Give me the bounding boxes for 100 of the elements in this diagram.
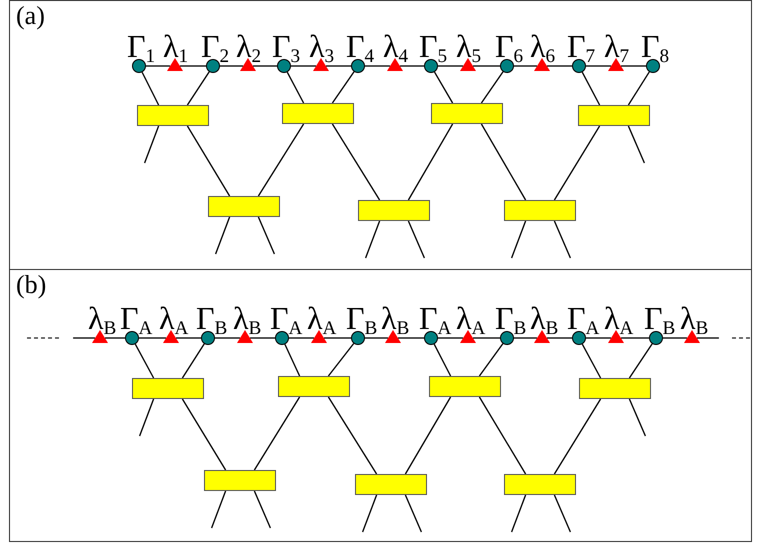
connector-line	[328, 343, 354, 376]
gate-box	[282, 103, 354, 124]
symbol-label: λ$_{1}$	[163, 30, 188, 62]
symbol-label: λ$_{3}$	[309, 30, 334, 62]
connector-line	[250, 337, 275, 339]
open-leg-line	[254, 490, 271, 528]
connector-line	[620, 65, 646, 67]
symbol-label: Γ$_{B}$	[495, 302, 526, 334]
connector-line	[582, 72, 600, 106]
open-leg-line	[215, 216, 230, 254]
open-leg-line	[628, 126, 645, 164]
gate-box	[204, 470, 276, 491]
symbol-label: λ$_{B}$	[530, 302, 558, 334]
open-leg-line	[628, 398, 646, 436]
open-leg-line	[258, 216, 275, 254]
connector-line	[478, 396, 526, 474]
symbol-label: λ$_{5}$	[456, 30, 482, 62]
connector-line	[326, 65, 351, 67]
symbol-label: Γ$_{A}$	[567, 302, 600, 334]
symbol-label: Γ$_{B}$	[196, 302, 228, 334]
connector-line	[582, 344, 602, 378]
symbol-label: λ$_{A}$	[159, 302, 188, 334]
connector-line	[398, 337, 424, 339]
gate-box	[578, 105, 650, 126]
connector-line	[139, 337, 166, 339]
connector-line	[220, 65, 244, 67]
open-leg-line	[404, 494, 422, 532]
connector-line	[146, 65, 170, 67]
symbol-label: λ$_{A}$	[456, 302, 486, 334]
connector-line	[186, 72, 210, 106]
connector-line	[554, 398, 602, 474]
gate-box	[208, 196, 280, 217]
symbol-label: Γ$_{2}$	[201, 30, 230, 62]
connector-line	[663, 337, 688, 339]
connector-line	[289, 337, 314, 339]
symbol-label: Γ$_{1}$	[127, 30, 156, 62]
connector-line	[514, 337, 538, 339]
symbol-label: Γ$_{B}$	[346, 302, 378, 334]
connector-line	[324, 337, 351, 339]
gate-box	[355, 474, 427, 495]
symbol-label: Γ$_{4}$	[346, 30, 374, 62]
connector-line	[134, 344, 154, 378]
open-leg-line	[139, 398, 154, 436]
open-leg-line	[554, 494, 571, 532]
connector-line	[546, 337, 572, 339]
gate-box	[504, 200, 576, 221]
connector-line	[252, 65, 277, 67]
symbol-label: λ$_{6}$	[530, 30, 556, 62]
panel-label: (b)	[16, 272, 46, 298]
connector-line	[258, 124, 304, 196]
connector-line	[332, 71, 355, 104]
connector-line	[628, 72, 650, 106]
connector-line	[182, 344, 205, 378]
open-leg-line	[408, 220, 425, 258]
symbol-label: Γ$_{A}$	[120, 302, 152, 334]
gate-box	[358, 200, 430, 221]
symbol-label: Γ$_{7}$	[567, 30, 596, 62]
connector-line	[180, 65, 206, 67]
connector-line	[284, 344, 300, 376]
panel-label: (a)	[16, 3, 45, 29]
gate-box	[137, 105, 209, 126]
connector-line	[328, 396, 378, 474]
open-leg-line	[73, 337, 96, 339]
connector-line	[332, 124, 380, 200]
symbol-label: Γ$_{8}$	[641, 30, 670, 62]
connector-line	[546, 65, 572, 67]
connector-line	[438, 65, 464, 67]
connector-line	[514, 65, 538, 67]
open-leg-line	[144, 126, 160, 164]
connector-line	[434, 344, 452, 376]
symbol-label: Γ$_{6}$	[495, 30, 524, 62]
gate-box	[429, 376, 501, 397]
connector-line	[176, 337, 201, 339]
connector-line	[365, 65, 390, 67]
symbol-label: λ$_{7}$	[604, 30, 630, 62]
gate-box	[278, 376, 350, 397]
connector-line	[586, 65, 612, 67]
connector-line	[478, 343, 504, 376]
symbol-label: λ$_{B}$	[680, 302, 708, 334]
symbol-label: Γ$_{A}$	[270, 302, 302, 334]
connector-line	[586, 337, 612, 339]
open-leg-line	[362, 494, 378, 532]
open-leg-line	[696, 337, 719, 339]
connector-line	[434, 72, 454, 104]
open-leg-line	[554, 220, 571, 258]
connector-line	[215, 337, 240, 339]
connector-line	[480, 124, 526, 200]
symbol-label: λ$_{A}$	[604, 302, 634, 334]
panel-frame	[9, 0, 752, 270]
symbol-label: Γ$_{A}$	[419, 302, 452, 334]
connector-line	[404, 396, 452, 474]
connector-line	[104, 337, 125, 339]
connector-line	[254, 396, 300, 470]
open-leg-line	[365, 220, 380, 258]
symbol-label: λ$_{B}$	[233, 302, 262, 334]
open-leg-line	[511, 494, 526, 532]
connector-line	[628, 343, 653, 378]
connector-line	[438, 337, 464, 339]
symbol-label: Γ$_{3}$	[272, 30, 300, 62]
gate-box	[579, 378, 651, 399]
